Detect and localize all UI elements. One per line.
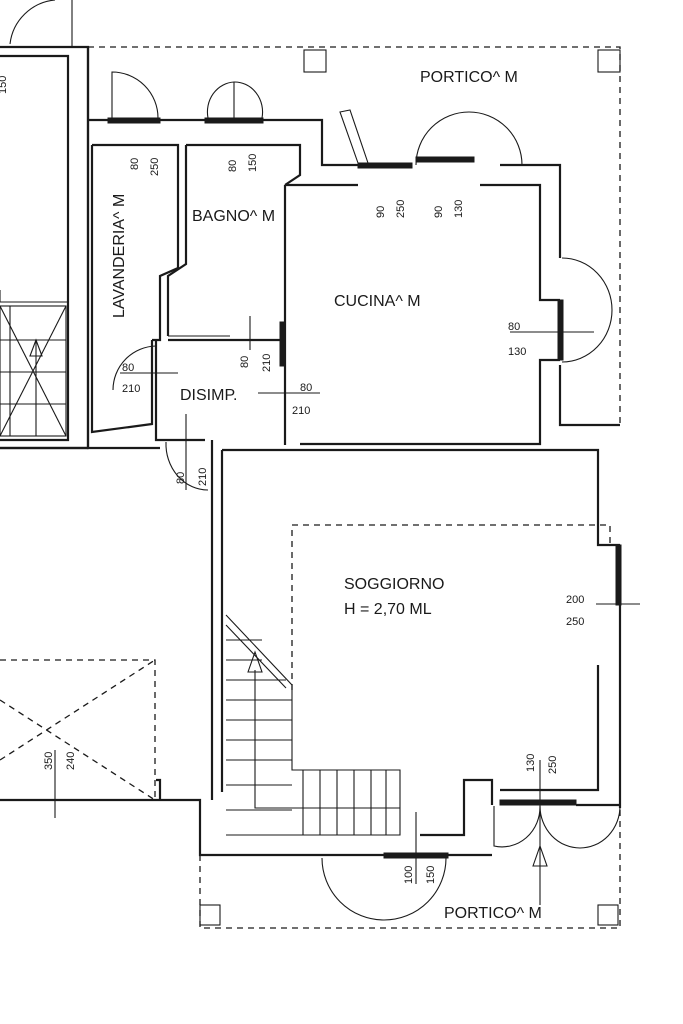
staircase bbox=[225, 614, 401, 836]
room-labels: PORTICO^ M LAVANDERIA^ M BAGNO^ M CUCINA… bbox=[111, 69, 542, 922]
openings bbox=[107, 71, 640, 921]
dim-dis-left-h: 210 bbox=[122, 383, 140, 395]
label-soggiorno-height: H = 2,70 ML bbox=[344, 601, 432, 618]
dim-dis-left-w: 80 bbox=[122, 362, 134, 374]
neighbour-stair bbox=[0, 305, 67, 437]
label-portico-bottom: PORTICO^ M bbox=[444, 905, 542, 922]
neighbour-top-left bbox=[0, 0, 90, 450]
dim-cuc-win-h: 130 bbox=[508, 346, 526, 358]
portico-top-outline bbox=[88, 46, 621, 425]
dim-top-left-cut: 150 bbox=[0, 76, 9, 94]
dim-dis-right-w: 80 bbox=[300, 382, 312, 394]
portico-bottom-outline bbox=[199, 805, 621, 929]
dim-bagno-door-h: 210 bbox=[261, 354, 273, 372]
dim-sog-door-w: 130 bbox=[525, 754, 537, 772]
left-void bbox=[0, 659, 156, 818]
label-cucina: CUCINA^ M bbox=[334, 293, 421, 310]
dim-sog-win-w: 200 bbox=[566, 594, 584, 606]
dimension-labels: 80 250 80 150 90 250 90 130 80 130 80 21… bbox=[0, 76, 584, 884]
dim-sog-bottom-w: 100 bbox=[403, 866, 415, 884]
walls bbox=[0, 47, 622, 857]
dim-cuc-door2-w: 90 bbox=[433, 206, 445, 218]
dim-cuc-door1-h: 250 bbox=[395, 200, 407, 218]
label-portico-top: PORTICO^ M bbox=[420, 69, 518, 86]
dim-left-void-w: 350 bbox=[43, 752, 55, 770]
dim-lav-w: 80 bbox=[129, 158, 141, 170]
dim-bagno-door-w: 80 bbox=[239, 356, 251, 368]
dim-cuc-door1-w: 90 bbox=[375, 206, 387, 218]
dim-sog-bottom-h: 150 bbox=[425, 866, 437, 884]
dim-sog-win-h: 250 bbox=[566, 616, 584, 628]
dim-cuc-win-w: 80 bbox=[508, 321, 520, 333]
label-bagno: BAGNO^ M bbox=[192, 208, 275, 225]
label-soggiorno: SOGGIORNO bbox=[344, 576, 444, 593]
dim-bagno-w: 80 bbox=[227, 160, 239, 172]
dim-cuc-door2-h: 130 bbox=[453, 200, 465, 218]
dim-lav-h: 250 bbox=[149, 158, 161, 176]
label-lavanderia: LAVANDERIA^ M bbox=[111, 194, 128, 318]
dim-dis-bottom-w: 80 bbox=[175, 472, 187, 484]
dim-dis-bottom-h: 210 bbox=[197, 468, 209, 486]
dim-sog-door-h: 250 bbox=[547, 756, 559, 774]
label-disimp: DISIMP. bbox=[180, 387, 238, 404]
dim-dis-right-h: 210 bbox=[292, 405, 310, 417]
mezzanine-outline bbox=[291, 524, 611, 690]
dim-left-void-h: 240 bbox=[65, 752, 77, 770]
dim-bagno-h: 150 bbox=[247, 154, 259, 172]
